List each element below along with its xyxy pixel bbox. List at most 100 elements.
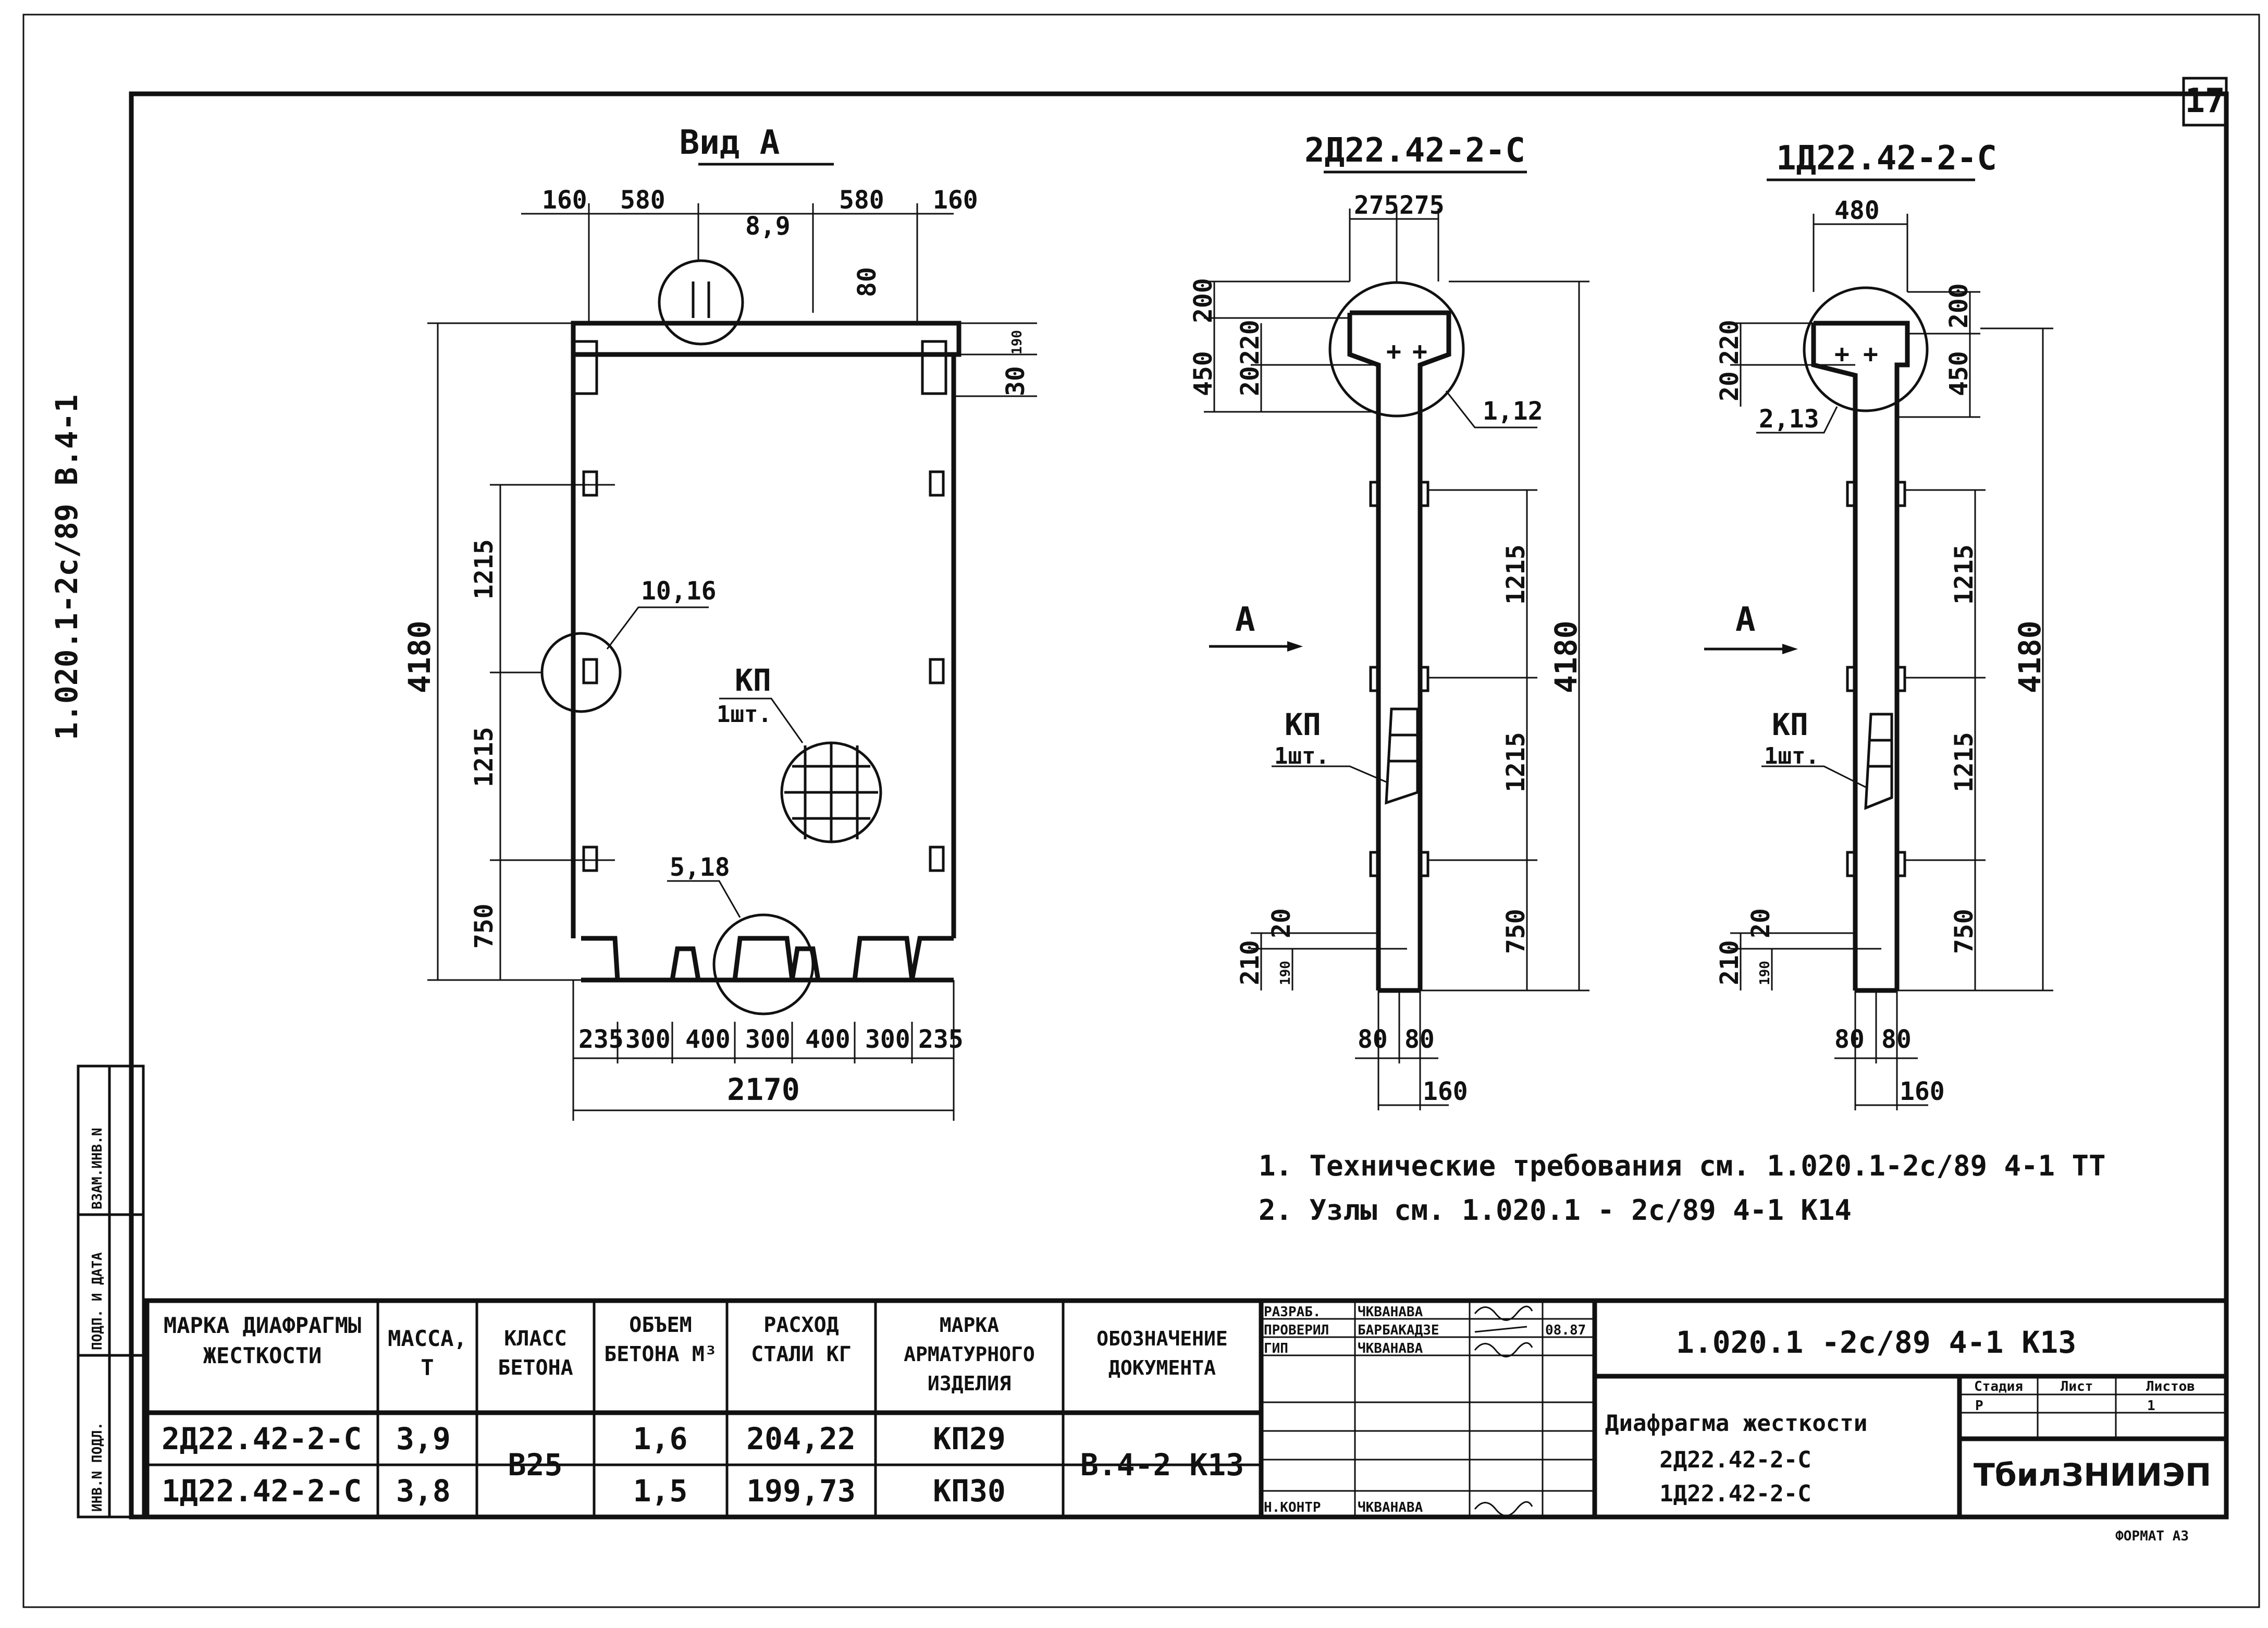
view-a-bottom-dim-4: 300 <box>745 1025 791 1054</box>
name-chief: ЧКВАНАВА <box>1358 1341 1423 1356</box>
signature-norm-control <box>1474 1501 1533 1516</box>
margin-replace-label: ВЗАМ.ИНВ.N <box>90 1128 105 1209</box>
role-norm-control: Н.КОНТР <box>1264 1500 1321 1515</box>
view-a-dim-80: 80 <box>853 267 882 297</box>
section-2d-head-dim-20: 20 <box>1236 366 1265 396</box>
section-1d-side-dim-3: 750 <box>1950 909 1979 954</box>
section-2d-bottom-dim-1: 80 <box>1358 1025 1388 1054</box>
note-2: 2. Узлы см. 1.020.1 - 2с/89 4-1 К14 <box>1259 1194 1852 1227</box>
view-a-bottom-dim-7: 235 <box>918 1025 964 1054</box>
row-document: В.4-2 К13 <box>1080 1447 1244 1483</box>
row-1-steel: 204,22 <box>746 1421 856 1456</box>
section-2d-cage-count: 1шт. <box>1274 743 1329 769</box>
section-2d-title: 2Д22.42-2-С <box>1304 131 1525 170</box>
sheet-number: 17 <box>2185 82 2225 120</box>
view-a-dim-30: 30 <box>1001 366 1030 396</box>
view-a-callout-5-18: 5,18 <box>670 853 730 882</box>
view-a-bottom-dim-3: 400 <box>685 1025 731 1054</box>
margin-sign-label: ПОДП. И ДАТА <box>90 1252 105 1350</box>
role-checker: ПРОВЕРИЛ <box>1264 1323 1329 1338</box>
name-norm-control: ЧКВАНАВА <box>1358 1500 1423 1515</box>
view-a-left-dim-2: 1215 <box>470 727 499 787</box>
row-2-mark: 1Д22.42-2-С <box>162 1473 362 1509</box>
section-1d-cage-count: 1шт. <box>1764 743 1819 769</box>
view-a-dim-8-9: 8,9 <box>745 212 791 241</box>
spec-table: МАРКА ДИАФРАГМЫ ЖЕСТКОСТИ МАССА, Т КЛАСС… <box>144 1298 2229 1520</box>
section-2d-side-dim-3: 750 <box>1501 909 1531 954</box>
section-2d-side-dim-2: 1215 <box>1501 732 1531 792</box>
svg-text:+: + <box>1412 337 1427 366</box>
section-2d-cage-label: КП <box>1285 707 1321 742</box>
section-1d-top-dim: 480 <box>1834 196 1880 225</box>
section-1d-bottom-dim-1: 80 <box>1834 1025 1865 1054</box>
section-2d-head-dim-200: 200 <box>1189 278 1218 323</box>
margin-inv-label: ИНВ.N ПОДЛ. <box>90 1422 105 1512</box>
signature-date: 08.87 <box>1545 1323 1586 1338</box>
view-a-dim-580-left: 580 <box>620 186 665 215</box>
outer-border <box>22 14 2260 1608</box>
section-2d-top-dim-1: 275 <box>1354 191 1399 220</box>
note-1: 1. Технические требования см. 1.020.1-2с… <box>1259 1149 2106 1182</box>
name-checker: БАРБАКАДЗЕ <box>1358 1323 1439 1338</box>
view-a-dim-160-right: 160 <box>933 186 978 215</box>
view-a-dim-190: 190 <box>1009 330 1025 354</box>
section-2d-head-dim-450: 450 <box>1189 351 1218 396</box>
row-1-rebar: КП29 <box>933 1421 1006 1456</box>
section-2d-arrow-label: А <box>1235 601 1255 639</box>
view-a-cage-count: 1шт. <box>717 701 772 728</box>
section-2d-callout: 1,12 <box>1483 397 1543 426</box>
title-line-1: Диафрагма жесткости <box>1605 1410 1867 1437</box>
view-a-width-total: 2170 <box>727 1072 800 1107</box>
title-line-3: 1Д22.42-2-С <box>1659 1480 1811 1507</box>
section-2d-head-dim-220: 220 <box>1236 320 1265 365</box>
left-margin-stamp: ИНВ.N ПОДЛ. ПОДП. И ДАТА ВЗАМ.ИНВ.N <box>77 1064 145 1519</box>
role-developer: РАЗРАБ. <box>1264 1304 1321 1320</box>
view-a-left-dim-1: 1215 <box>470 539 499 599</box>
section-2d-foot-dim-210: 210 <box>1236 940 1265 985</box>
row-2-volume: 1,5 <box>633 1473 688 1509</box>
col-header-rebar: МАРКА АРМАТУРНОГО ИЗДЕЛИЯ <box>904 1314 1035 1395</box>
col-header-document: ОБОЗНАЧЕНИЕ ДОКУМЕНТА <box>1096 1327 1228 1379</box>
view-a-bottom-dim-1: 235 <box>578 1025 624 1054</box>
view-a-dim-580-right: 580 <box>839 186 884 215</box>
svg-text:+: + <box>1386 337 1401 366</box>
section-1d-foot-dim-210: 210 <box>1715 940 1744 985</box>
side-stamp: 1.020.1-2c/89 B.4-1 <box>49 395 84 740</box>
view-a-cage-label: КП <box>735 663 771 698</box>
name-developer: ЧКВАНАВА <box>1358 1304 1423 1320</box>
view-a-bottom-dim-5: 400 <box>805 1025 850 1054</box>
row-1-volume: 1,6 <box>633 1421 688 1456</box>
section-2d-foot-dim-20: 20 <box>1267 908 1296 938</box>
title-block: 1.020.1 -2с/89 4-1 К13 Диафрагма жесткос… <box>1595 1325 2226 1544</box>
view-a-left-dim-3: 750 <box>470 903 499 949</box>
stage-value: Р <box>1975 1398 1983 1414</box>
section-1d-foot-dim-190: 190 <box>1757 961 1773 985</box>
section-1d-side-dim-1: 1215 <box>1950 544 1979 605</box>
sheet-number-box <box>2182 77 2228 127</box>
view-a-title: Вид А <box>680 124 780 162</box>
stage-header: Стадия <box>1974 1379 2023 1394</box>
section-1d-callout: 2,13 <box>1759 405 1819 434</box>
col-header-mark: МАРКА ДИАФРАГМЫ ЖЕСТКОСТИ <box>163 1313 362 1368</box>
view-a: Вид А 160 580 580 160 8,9 80 190 30 <box>402 124 1037 1121</box>
signature-block: РАЗРАБ. ПРОВЕРИЛ ГИП Н.КОНТР ЧКВАНАВА БА… <box>1261 1301 1595 1517</box>
section-2d-foot-dim-190: 190 <box>1278 961 1293 985</box>
svg-text:+: + <box>1863 339 1878 369</box>
sheets-header: Листов <box>2146 1379 2195 1394</box>
sheets-value: 1 <box>2147 1398 2155 1414</box>
view-a-bottom-dim-2: 300 <box>625 1025 671 1054</box>
col-header-class: КЛАСС БЕТОНА <box>498 1327 573 1380</box>
row-2-mass: 3,8 <box>396 1473 451 1509</box>
view-a-height-total: 4180 <box>402 620 437 693</box>
section-1d-bottom-dim-3: 160 <box>1900 1077 1945 1106</box>
section-1d-side-dim-2: 1215 <box>1950 732 1979 792</box>
section-1d-head-dim-450: 450 <box>1944 351 1974 396</box>
section-1d: 1Д22.42-2-С 480 + + 200 450 220 20 2,13 … <box>1704 139 2053 1110</box>
section-1d-head-dim-220: 220 <box>1715 320 1744 365</box>
section-1d-head-dim-20: 20 <box>1715 371 1744 401</box>
col-header-mass: МАССА, Т <box>388 1326 467 1380</box>
section-2d: 2Д22.42-2-С 275 275 + + 200 450 220 20 1… <box>1189 131 1589 1110</box>
organization: ТбилЗНИИЭП <box>1974 1457 2211 1494</box>
signature-developer <box>1474 1305 1533 1321</box>
